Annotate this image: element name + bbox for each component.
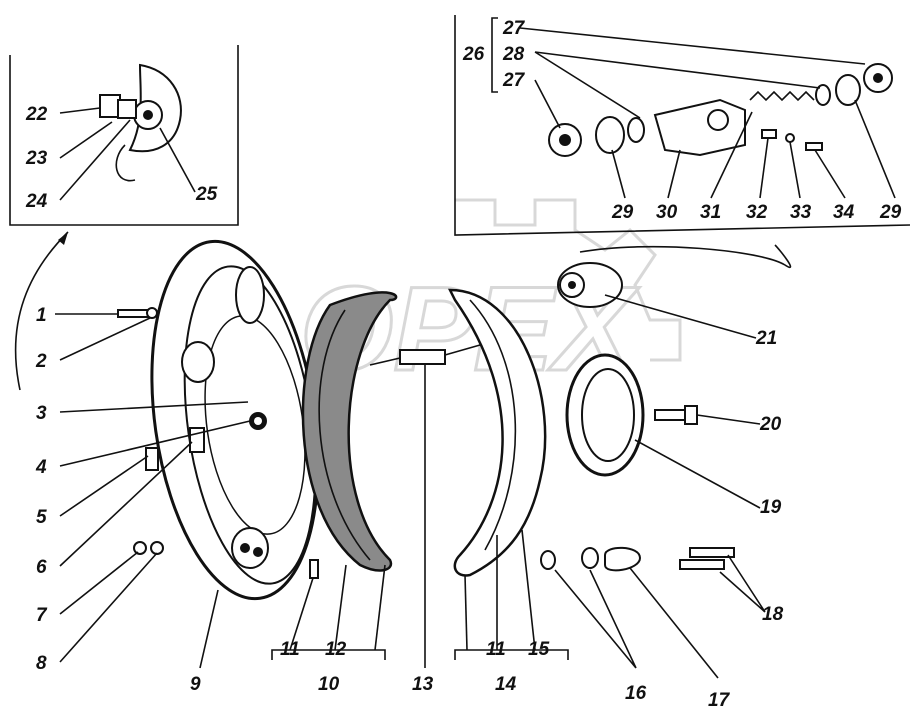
label-26: 26 [462, 44, 485, 65]
label-2: 2 [35, 351, 47, 372]
label-13: 13 [412, 674, 434, 695]
label-21: 21 [755, 328, 777, 349]
part-labels: 1 2 3 4 5 6 7 8 9 10 11 12 13 14 11 15 1… [25, 18, 902, 711]
label-30: 30 [656, 202, 678, 223]
bolt-20-part [654, 405, 698, 425]
cylinder-exploded-parts [548, 63, 893, 157]
bleeder-valve-part [99, 63, 182, 182]
washers-16-part [540, 547, 599, 570]
inset-bleeder-box [9, 45, 239, 226]
label-5: 5 [36, 507, 47, 528]
label-19: 19 [760, 497, 782, 518]
bolts-18-part [679, 547, 735, 570]
label-17: 17 [708, 690, 731, 711]
label-29a: 29 [611, 202, 634, 223]
label-32: 32 [746, 202, 768, 223]
label-7: 7 [36, 605, 48, 626]
brake-shoe-part [447, 288, 547, 577]
cylinder-cup-ring-part [565, 353, 645, 477]
label-27b: 27 [502, 70, 526, 91]
label-31: 31 [700, 202, 721, 223]
inset-wheel-cylinder-box [454, 15, 911, 236]
label-29b: 29 [879, 202, 902, 223]
label-15: 15 [528, 639, 550, 660]
label-28: 28 [502, 44, 525, 65]
label-24: 24 [25, 191, 48, 212]
label-27a: 27 [502, 18, 526, 39]
label-14: 14 [495, 674, 517, 695]
label-11a: 11 [280, 639, 300, 660]
label-23: 23 [25, 148, 48, 169]
label-12: 12 [325, 639, 347, 660]
label-25: 25 [195, 184, 218, 205]
washers-7-8-part [133, 541, 164, 555]
label-9: 9 [190, 674, 201, 695]
label-4: 4 [35, 457, 47, 478]
label-34: 34 [833, 202, 855, 223]
label-22: 22 [25, 104, 48, 125]
leader-lines [14, 17, 896, 679]
wheel-cylinder-part [557, 244, 792, 308]
return-spring-part [369, 344, 481, 366]
brake-shoe-lined-part [301, 291, 398, 572]
label-6: 6 [36, 557, 47, 578]
pin-11-part [309, 559, 319, 579]
label-1: 1 [36, 305, 47, 326]
label-18: 18 [762, 604, 784, 625]
label-11b: 11 [486, 639, 506, 660]
label-33: 33 [790, 202, 812, 223]
label-20: 20 [759, 414, 782, 435]
label-10: 10 [318, 674, 340, 695]
label-16: 16 [625, 683, 647, 704]
bolt-1-part [117, 307, 158, 319]
plate-17-part [604, 546, 642, 572]
label-8: 8 [36, 653, 47, 674]
label-3: 3 [36, 403, 47, 424]
backing-plate-part [145, 239, 320, 601]
